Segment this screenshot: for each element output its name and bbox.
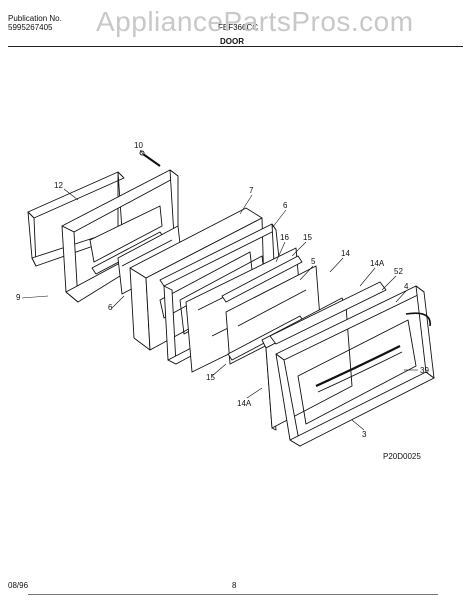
part-10-screw	[139, 150, 161, 167]
callout-9: 9	[16, 293, 21, 302]
section-title: DOOR	[220, 37, 244, 46]
footer-date: 08/96	[8, 581, 29, 590]
callout-52: 52	[394, 267, 403, 276]
callout-39: 39	[420, 366, 429, 375]
callout-15-bottom: 15	[206, 373, 215, 382]
model-number: FEF366CC	[218, 23, 259, 32]
footer-rule	[28, 594, 438, 595]
callout-7: 7	[249, 186, 254, 195]
header-rule	[8, 46, 463, 47]
callout-3: 3	[362, 430, 367, 439]
callout-10: 10	[134, 141, 143, 150]
part-15-channel-top	[221, 255, 303, 303]
callout-14a-top: 14A	[370, 259, 385, 268]
footer-page-number: 8	[232, 581, 237, 590]
callout-15-top: 15	[303, 233, 312, 242]
callout-14a-bottom: 14A	[237, 399, 252, 408]
publication-number: 5995267405	[8, 23, 53, 32]
callout-6-left: 6	[108, 303, 113, 312]
callout-14: 14	[341, 249, 350, 258]
diagram-code: P20D0025	[383, 452, 421, 461]
callout-16: 16	[280, 233, 289, 242]
callout-12: 12	[54, 181, 63, 190]
callout-5: 5	[311, 257, 316, 266]
publication-label: Publication No.	[8, 14, 62, 23]
part-4-trim	[269, 281, 387, 345]
part-3-outer-door	[275, 285, 435, 447]
callout-6-right: 6	[283, 201, 288, 210]
callout-4: 4	[404, 282, 409, 291]
watermark: AppliancePartsPros.com	[96, 6, 414, 37]
